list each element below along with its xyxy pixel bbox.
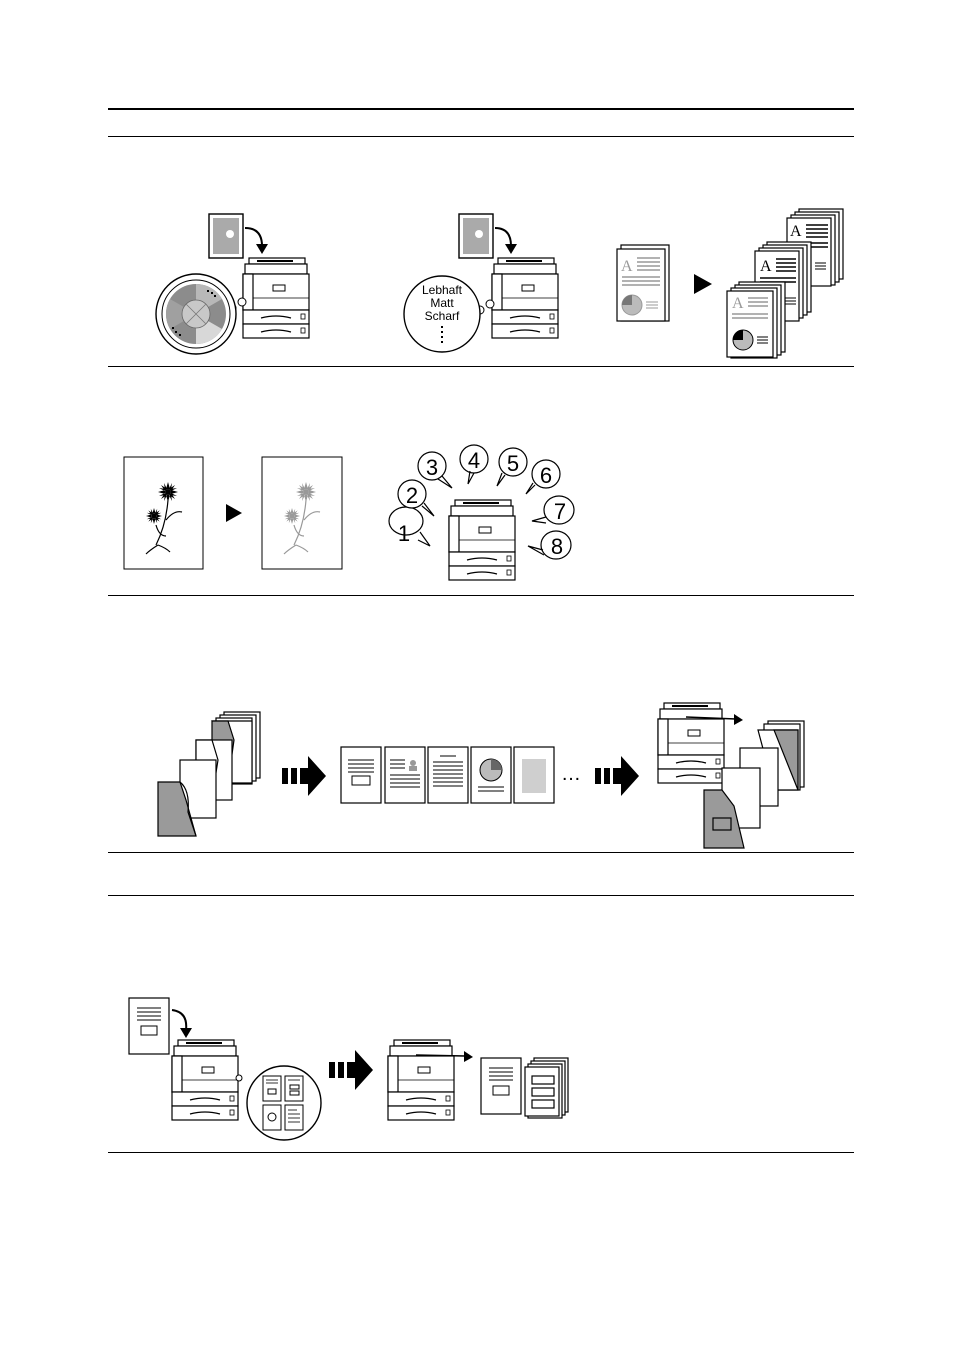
rule-5 [108,895,854,896]
top-rule [108,108,854,110]
program-number-2: 2 [406,483,418,508]
page-letter-copy-2: A [760,258,772,275]
rule-1 [108,136,854,137]
page-letter-copy-1: A [790,223,802,240]
more-pages-ellipsis: … [561,763,581,785]
density-flower-illustration [123,456,343,570]
page-letter-copy-3: A [732,295,744,312]
rule-4 [108,852,854,853]
sharpness-option-1: Lebhaft [422,283,463,297]
program-number-8: 8 [551,534,563,559]
page-letter-source: A [621,258,633,275]
sharpness-option-2: Matt [430,296,454,310]
program-number-6: 6 [540,463,552,488]
program-number-4: 4 [468,448,480,473]
batch-scan-illustration: … [157,702,805,849]
color-balance-illustration [155,213,310,355]
sharpness-illustration: Lebhaft Matt Scharf [403,213,559,353]
sharpness-option-3: Scharf [425,309,460,323]
page-copies-illustration: A A [616,208,844,359]
program-number-1: 1 [398,521,410,546]
program-number-7: 7 [554,499,566,524]
rule-6 [108,1152,854,1153]
rule-2 [108,366,854,367]
program-recall-illustration: 1 2 3 4 5 6 7 8 [388,444,575,581]
program-number-3: 3 [426,455,438,480]
layout-copy-illustration [128,997,569,1141]
rule-3 [108,595,854,596]
program-number-5: 5 [507,451,519,476]
